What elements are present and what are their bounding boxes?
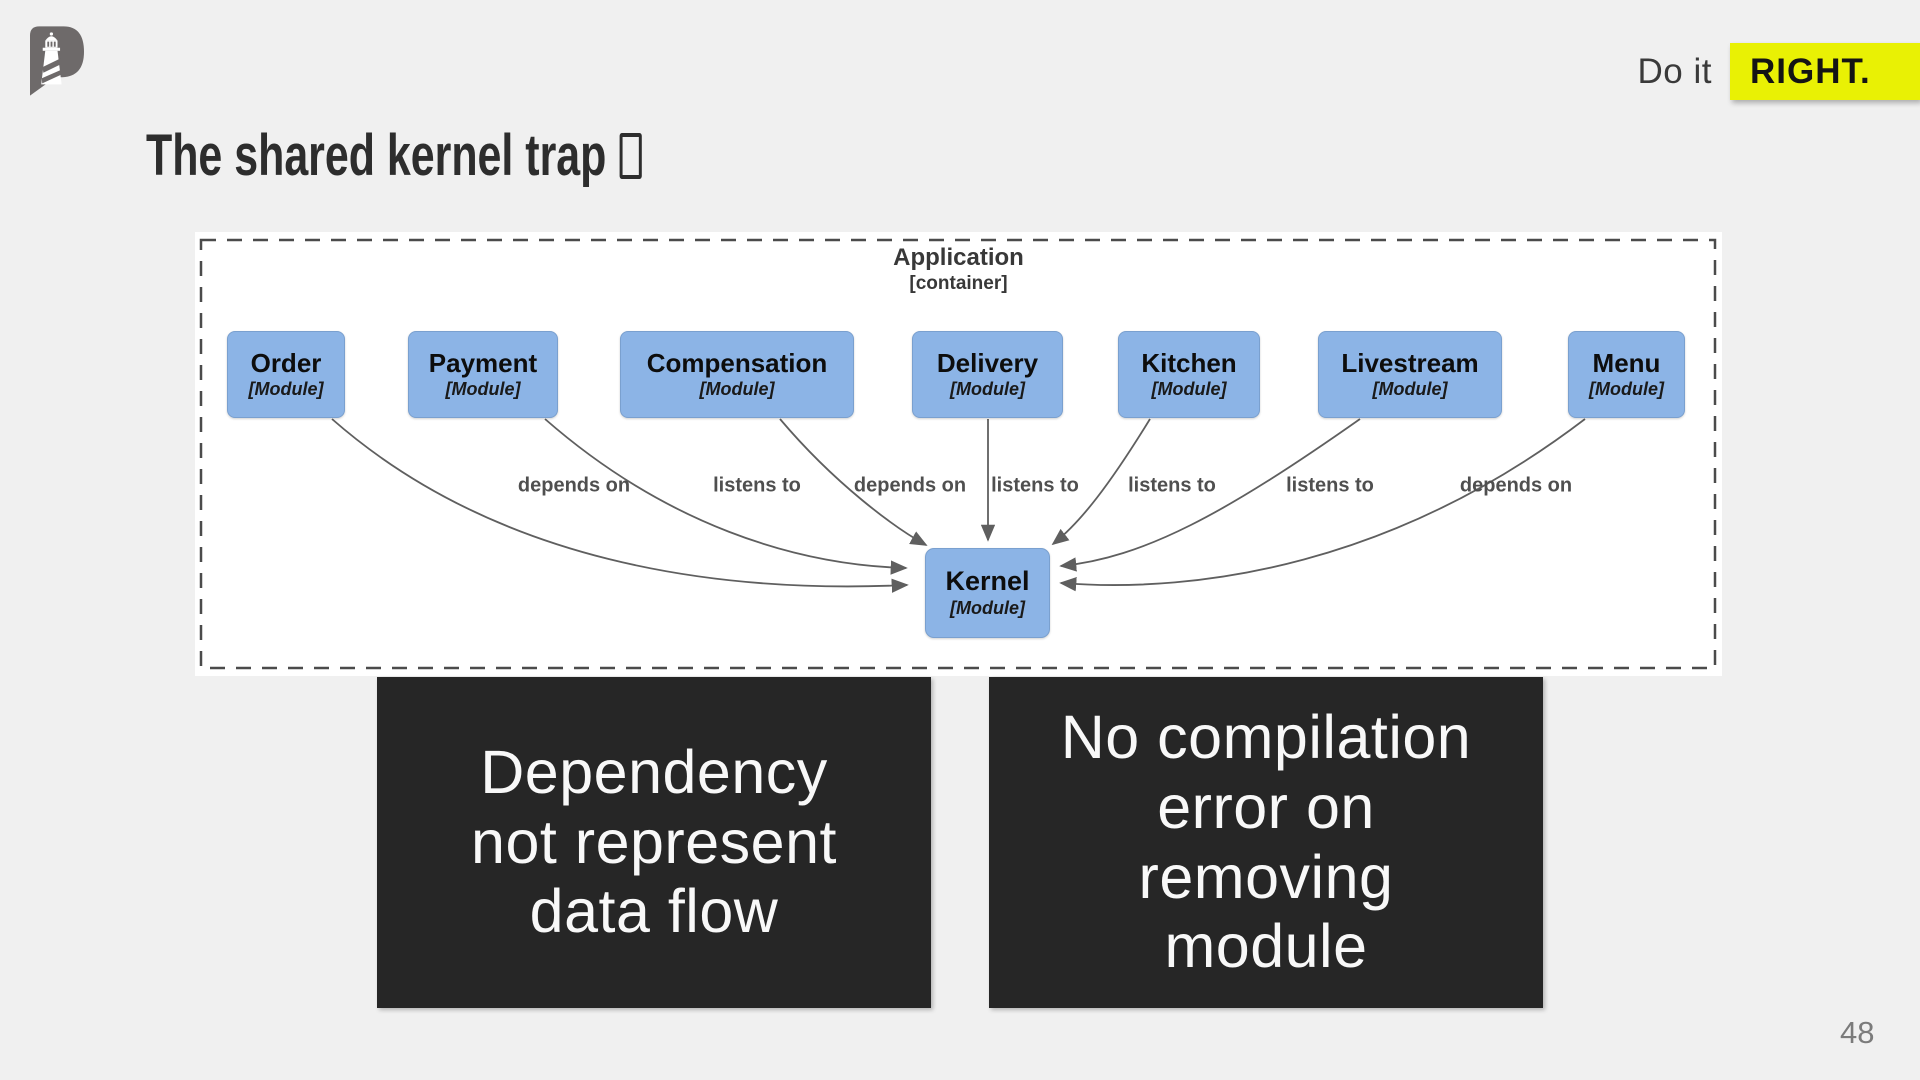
module-box-order: Order [Module] (227, 331, 345, 418)
page-number: 48 (1840, 1015, 1875, 1050)
module-box-livestream: Livestream [Module] (1318, 331, 1502, 418)
relation-label-kitchen: listens to (1128, 474, 1216, 497)
arrow-livestream-kernel (1059, 418, 1361, 572)
tagline-highlight: RIGHT. (1730, 43, 1920, 100)
module-type: [Module] (1151, 379, 1227, 400)
architecture-diagram-panel: Application [container] Order [Module] P… (195, 232, 1722, 676)
page-title-text: The shared kernel trap (146, 123, 607, 188)
callout-line: removing (1138, 842, 1394, 911)
container-label: Application [container] (195, 244, 1722, 295)
arrow-compensation-kernel (779, 418, 928, 546)
callout-dependency: Dependency not represent data flow (377, 677, 931, 1008)
container-dashed-border (199, 238, 1717, 670)
relation-label-compensation: depends on (853, 474, 967, 497)
callout-line: data flow (529, 877, 779, 946)
module-type: [Module] (950, 598, 1025, 619)
module-box-kernel: Kernel [Module] (925, 548, 1050, 638)
callout-line: error on (1157, 772, 1375, 841)
callout-line: module (1164, 912, 1368, 981)
callout-line: not represent (471, 807, 837, 876)
arrow-order-kernel (331, 418, 909, 593)
module-box-kitchen: Kitchen [Module] (1118, 331, 1260, 418)
page-title: The shared kernel trap (146, 122, 642, 189)
callout-line: No compilation (1060, 703, 1472, 772)
callout-compilation: No compilation error on removing module (989, 677, 1543, 1008)
module-box-menu: Menu [Module] (1568, 331, 1685, 418)
module-box-payment: Payment [Module] (408, 331, 558, 418)
relation-label-menu: depends on (1459, 474, 1573, 497)
arrow-kitchen-kernel (1051, 418, 1151, 546)
module-type: [Module] (248, 379, 324, 400)
relation-label-order: depends on (517, 474, 631, 497)
arrow-payment-kernel (544, 418, 908, 575)
module-box-delivery: Delivery [Module] (912, 331, 1063, 418)
module-name: Menu (1592, 347, 1661, 378)
module-name: Kernel (945, 565, 1030, 596)
module-name: Livestream (1341, 347, 1479, 378)
lighthouse-logo-icon (30, 26, 84, 96)
brand-tagline: Do it RIGHT. (1638, 43, 1920, 100)
module-name: Delivery (936, 347, 1039, 378)
diagram-arrows (199, 238, 1717, 670)
arrow-menu-kernel (1059, 418, 1586, 592)
relation-label-delivery: listens to (991, 474, 1079, 497)
module-type: [Module] (445, 379, 521, 400)
module-type: [Module] (1372, 379, 1448, 400)
module-type: [Module] (1589, 379, 1664, 400)
tagline-prefix: Do it (1637, 51, 1712, 91)
module-box-compensation: Compensation [Module] (620, 331, 854, 418)
module-name: Payment (428, 347, 538, 378)
module-type: [Module] (699, 379, 775, 400)
missing-glyph-box (619, 132, 642, 179)
module-name: Compensation (646, 347, 828, 378)
module-name: Order (250, 347, 322, 378)
callout-line: Dependency (480, 738, 828, 807)
container-name: Application (893, 244, 1024, 271)
relation-label-payment: listens to (713, 474, 801, 497)
container-type: [container] (909, 273, 1008, 294)
relation-label-livestream: listens to (1286, 474, 1374, 497)
module-type: [Module] (950, 379, 1025, 400)
module-name: Kitchen (1141, 347, 1237, 378)
